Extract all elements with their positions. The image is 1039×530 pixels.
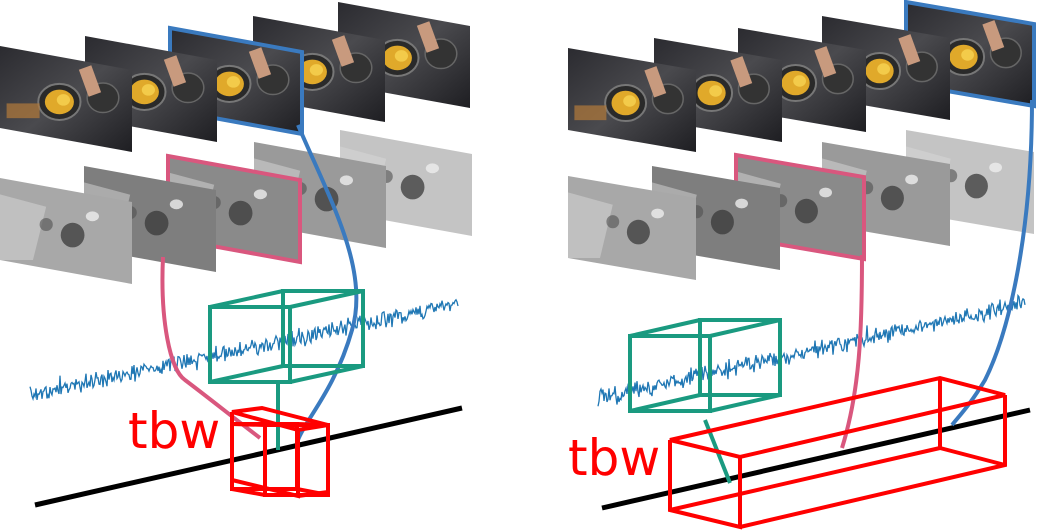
left-window-box-front [230,405,330,499]
right-rgb-frames [568,0,1036,152]
right-window-box [668,375,1007,530]
right-audio-cube [628,318,782,413]
right-tbw-label: tbw [568,429,660,487]
right-panel: tbw [568,0,1036,530]
flow-frame [568,176,696,280]
rgb-frame [568,48,696,152]
right-timeline [601,407,1031,511]
left-panel: tbw [0,2,472,508]
left-rgb-frames [0,2,470,152]
rgb-frame [0,46,132,152]
flow-frame [0,178,132,284]
right-flow-connector [840,254,864,449]
right-waveform [597,293,1026,407]
left-tbw-label: tbw [128,402,220,460]
right-rgb-connector [950,99,1034,427]
left-flow-frames [0,130,472,284]
left-waveform [29,298,459,402]
right-flow-frames [568,130,1034,280]
left-audio-cube [208,289,365,384]
left-timeline [34,405,463,508]
left-rgb-connector [296,124,359,441]
